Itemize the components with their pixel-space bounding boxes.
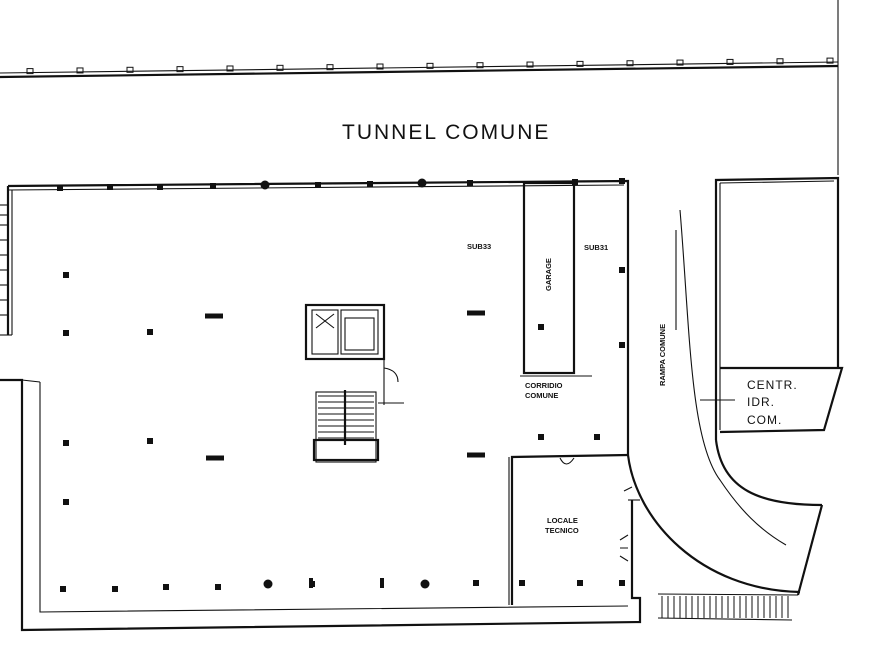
column xyxy=(417,178,427,188)
centr-label-3: COM. xyxy=(747,413,782,427)
column xyxy=(63,440,69,446)
column xyxy=(619,580,625,586)
column xyxy=(215,584,221,590)
column xyxy=(57,185,63,191)
column xyxy=(473,580,479,586)
column xyxy=(538,434,544,440)
column xyxy=(467,180,473,186)
column xyxy=(538,324,544,330)
column xyxy=(157,184,163,190)
sub31-label: SUB31 xyxy=(584,243,608,252)
bottom-stair-hatch xyxy=(657,593,799,621)
column xyxy=(619,342,625,348)
tunnel-post xyxy=(726,58,734,65)
column xyxy=(309,578,313,588)
column xyxy=(147,329,153,335)
column xyxy=(467,310,485,316)
locale-label-1: LOCALE xyxy=(547,516,578,525)
left-stair xyxy=(0,204,8,316)
ramp xyxy=(626,209,824,596)
column xyxy=(619,178,625,184)
tunnel-post xyxy=(676,59,684,66)
tunnel-post xyxy=(326,64,334,71)
column xyxy=(577,580,583,586)
garage-room xyxy=(520,181,592,377)
tunnel-post xyxy=(176,66,184,73)
rampa-comune-label: RAMPA COMUNE xyxy=(658,324,667,386)
tunnel-post xyxy=(826,57,834,64)
column xyxy=(107,184,113,190)
column xyxy=(572,179,578,185)
column xyxy=(63,272,69,278)
tunnel-post xyxy=(76,67,84,74)
column xyxy=(367,181,373,187)
column xyxy=(315,182,321,188)
column xyxy=(260,180,270,190)
column xyxy=(60,586,66,592)
tunnel-post xyxy=(526,61,534,68)
tunnel-post xyxy=(776,58,784,65)
column xyxy=(206,455,224,461)
column xyxy=(519,580,525,586)
locale-label-2: TECNICO xyxy=(545,526,579,535)
column xyxy=(467,452,485,458)
tunnel-post xyxy=(126,66,134,73)
sub33-label: SUB33 xyxy=(467,242,491,251)
centr-label-1: CENTR. xyxy=(747,378,798,392)
column xyxy=(420,579,430,589)
column xyxy=(63,330,69,336)
column xyxy=(163,584,169,590)
corridoio-label-2: COMUNE xyxy=(525,391,558,400)
column xyxy=(263,579,273,589)
column xyxy=(210,183,216,189)
tunnel-wall xyxy=(0,57,839,79)
column xyxy=(63,499,69,505)
tunnel-comune-label: TUNNEL COMUNE xyxy=(342,121,550,144)
tunnel-post xyxy=(26,68,34,75)
tunnel-post xyxy=(226,65,234,72)
column xyxy=(594,434,600,440)
corridoio-label-1: CORRIDIO xyxy=(525,381,563,390)
tunnel-post xyxy=(626,60,634,67)
tunnel-post xyxy=(276,64,284,71)
tunnel-post xyxy=(576,60,584,67)
column xyxy=(619,267,625,273)
tunnel-post xyxy=(426,62,434,69)
column xyxy=(147,438,153,444)
column xyxy=(112,586,118,592)
tunnel-post xyxy=(476,62,484,69)
centrale-idrica-room xyxy=(700,176,844,440)
column xyxy=(380,578,384,588)
tunnel-post xyxy=(376,63,384,70)
locale-tecnico-room xyxy=(508,453,640,605)
structural-columns xyxy=(57,178,625,592)
column xyxy=(205,313,223,319)
stair xyxy=(312,360,404,463)
garage-label: GARAGE xyxy=(544,258,553,291)
elevator-core xyxy=(304,303,386,361)
centr-label-2: IDR. xyxy=(747,395,775,409)
building-outline xyxy=(0,179,642,632)
